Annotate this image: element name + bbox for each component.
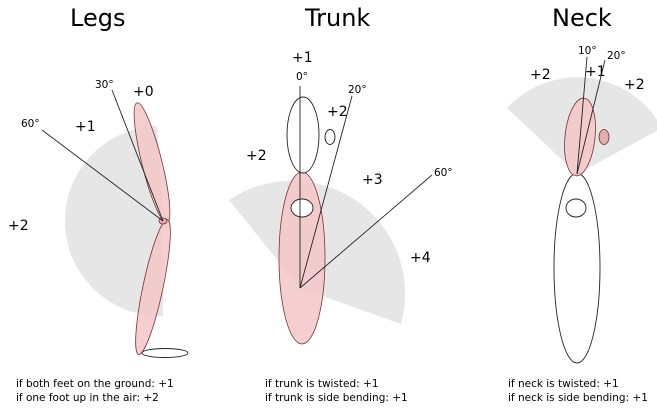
legs-angle-60: 60° bbox=[21, 118, 40, 130]
neck-arm-hole bbox=[566, 199, 586, 217]
trunk-head-nose bbox=[325, 130, 335, 145]
trunk-score-far-right: +4 bbox=[410, 250, 431, 266]
trunk-panel: Trunk +1 0° 20° +2 +2 +3 60° +4 if trunk… bbox=[229, 4, 453, 404]
legs-score-1: +1 bbox=[75, 119, 96, 135]
legs-angle-30: 30° bbox=[95, 79, 114, 91]
legs-title: Legs bbox=[70, 4, 125, 32]
legs-note-both-feet: if both feet on the ground: +1 bbox=[16, 378, 174, 390]
neck-angle-20: 20° bbox=[607, 50, 626, 62]
trunk-angle-0: 0° bbox=[296, 71, 308, 83]
legs-panel: Legs 30° 60° +0 +1 +2 if both feet on th… bbox=[8, 4, 188, 404]
trunk-body bbox=[279, 172, 325, 344]
trunk-score-mid-right: +3 bbox=[362, 172, 383, 188]
legs-note-one-foot: if one foot up in the air: +2 bbox=[16, 392, 159, 404]
neck-note-side-bending: if neck is side bending: +1 bbox=[508, 392, 648, 404]
neck-score-right: +2 bbox=[624, 77, 645, 93]
neck-panel: Neck 10° 20° +2 +1 +2 if neck is twisted… bbox=[507, 4, 657, 404]
trunk-angle-60: 60° bbox=[434, 167, 453, 179]
trunk-title: Trunk bbox=[304, 4, 370, 32]
trunk-head bbox=[287, 97, 319, 173]
trunk-arm-hole bbox=[291, 199, 313, 217]
trunk-note-twisted: if trunk is twisted: +1 bbox=[265, 378, 379, 390]
neck-score-mid: +1 bbox=[585, 64, 606, 80]
legs-score-0: +0 bbox=[133, 84, 154, 100]
legs-score-2: +2 bbox=[8, 218, 29, 234]
trunk-score-upper-right: +2 bbox=[327, 104, 348, 120]
trunk-note-side-bending: if trunk is side bending: +1 bbox=[265, 392, 408, 404]
neck-score-left: +2 bbox=[530, 67, 551, 83]
trunk-angle-20: 20° bbox=[348, 84, 367, 96]
trunk-score-left: +2 bbox=[246, 148, 267, 164]
neck-head-nose bbox=[599, 130, 609, 145]
neck-angle-10: 10° bbox=[578, 45, 597, 57]
legs-foot bbox=[142, 349, 188, 358]
neck-title: Neck bbox=[552, 4, 612, 32]
trunk-score-top: +1 bbox=[292, 50, 313, 66]
neck-note-twisted: if neck is twisted: +1 bbox=[508, 378, 619, 390]
